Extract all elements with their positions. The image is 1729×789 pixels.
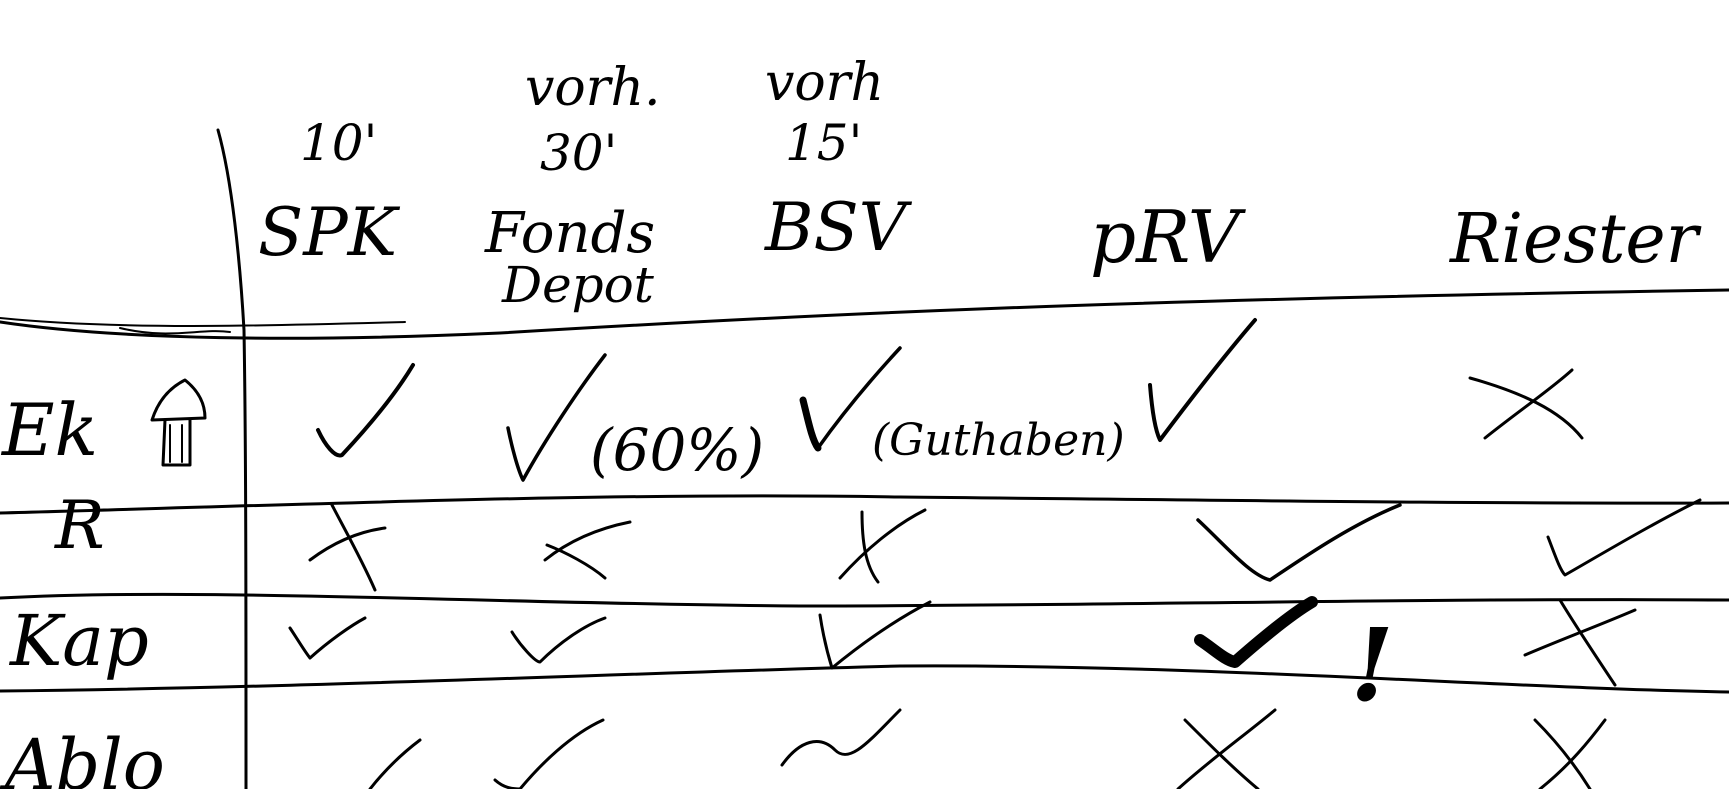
mark-check [493,718,605,789]
mark-check [816,346,902,450]
row-label-abl: Ablo [0,724,165,789]
mark-check-bold [1194,596,1318,668]
house-icon [150,378,207,467]
bsv-note-line2: 15' [785,114,862,172]
row-label-r: R [54,487,105,564]
header-separator-extra [0,317,406,327]
mark-check [506,353,607,482]
row-abl-marks [368,708,1607,789]
header-scribble [119,327,231,335]
mark-check [1546,498,1702,577]
mark-cross-a [1533,718,1592,789]
mark-cross-b [1523,608,1637,657]
row-kap-marks: ! [288,596,1637,724]
header-separator [0,288,1729,340]
mark-cross-a [1558,598,1617,687]
row-separator-2 [0,592,1729,608]
mark-cross-b [308,526,387,562]
header-notes: 10' vorh. 30' vorh 15' [300,53,884,182]
mark-check [1148,318,1257,442]
fonds-note-line1: vorh. [525,58,661,118]
grid-lines [0,128,1729,789]
mark-cross-a [1468,376,1584,440]
column-headers: SPK Fonds Depot BSV pRV Riester [258,189,1702,314]
row-labels: Ek R Kap Ablo [0,378,207,789]
fonds-note-line2: 30' [540,124,617,182]
mark-cross-b [1538,718,1607,789]
row-label-kap: Kap [8,600,149,682]
mark-cross-b [1483,368,1574,440]
fonds-ek-note: (60%) [590,416,764,484]
vertical-divider [216,128,248,789]
spk-note: 10' [300,114,377,172]
column-header-depot: Depot [501,256,655,314]
mark-check [1196,503,1402,582]
row-separator-1 [0,494,1729,515]
mark-tilde [780,708,902,767]
mark-cross-b [1176,708,1277,789]
kap-exclaim: ! [1350,606,1394,724]
mark-cross-a [330,503,377,592]
bsv-note-line1: vorh [765,53,884,113]
mark-check-bold [799,396,822,452]
column-header-fonds: Fonds [484,201,655,266]
mark-check [288,616,367,660]
mark-check [818,600,932,670]
column-header-riester: Riester [1448,200,1702,279]
mark-check [510,616,607,664]
mark-cross-a [1183,718,1260,789]
mark-cross-b [543,520,632,562]
mark-cross-a [545,543,607,580]
mark-cross-b [838,508,927,580]
column-header-prv: pRV [1090,195,1247,279]
row-r-marks [308,498,1702,592]
row-separator-3 [0,664,1729,694]
column-header-spk: SPK [258,194,401,271]
mark-check [368,738,422,789]
mark-check [316,363,415,458]
column-header-bsv: BSV [764,189,913,266]
row-ek-marks: (60%) (Guthaben) [316,318,1584,484]
row-label-ek: Ek [0,388,98,472]
bsv-ek-note: (Guthaben) [872,415,1125,466]
